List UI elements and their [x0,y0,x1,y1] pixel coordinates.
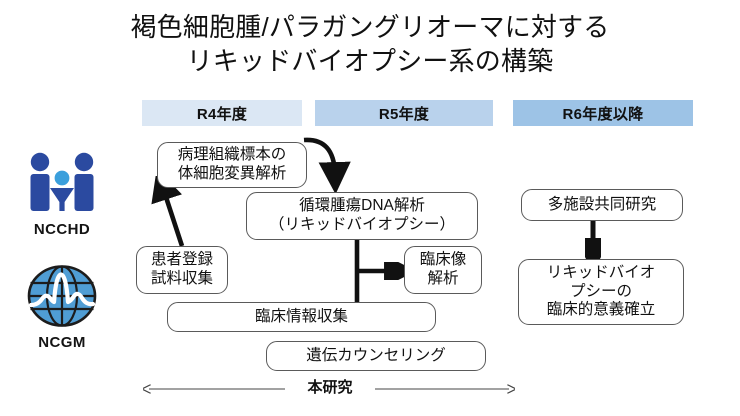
phase-header-r4: R4年度 [142,100,302,126]
ncgm-logo-block: NCGM [14,265,110,351]
ncgm-logo-caption: NCGM [38,334,86,351]
box-clinical-significance[interactable]: リキッドバイオ プシーの 臨床的意義確立 [518,259,684,325]
scope-label: 本研究 [285,378,375,398]
ncgm-globe-icon [27,265,97,327]
box-multicenter-study[interactable]: 多施設共同研究 [521,189,683,221]
box-ctdna-liquid-biopsy[interactable]: 循環腫瘍DNA解析 （リキッドバイオプシー） [246,192,478,240]
arrow-registry-to-pathology [151,176,185,247]
box-clinical-image-analysis[interactable]: 臨床像 解析 [404,246,482,294]
box-clinical-info-collection[interactable]: 臨床情報収集 [167,302,436,332]
ncchd-family-icon [30,152,94,211]
phase-header-r5: R5年度 [315,100,493,126]
ncchd-logo-block: NCCHD [14,152,110,238]
arrow-to-clinical-image [356,262,410,280]
ncchd-logo-caption: NCCHD [33,221,91,238]
box-patient-registry[interactable]: 患者登録 試料収集 [136,246,228,294]
phase-header-r6: R6年度以降 [513,100,693,126]
box-pathology-somatic-analysis[interactable]: 病理組織標本の 体細胞変異解析 [157,142,307,188]
box-genetic-counseling[interactable]: 遺伝カウンセリング [266,341,486,371]
page-title: 褐色細胞腫/パラガングリオーマに対する リキッドバイオプシー系の構築 [130,12,610,77]
curved-arrow-pathology-to-ctdna [303,137,351,195]
arrow-multicenter-to-impact [585,219,601,263]
